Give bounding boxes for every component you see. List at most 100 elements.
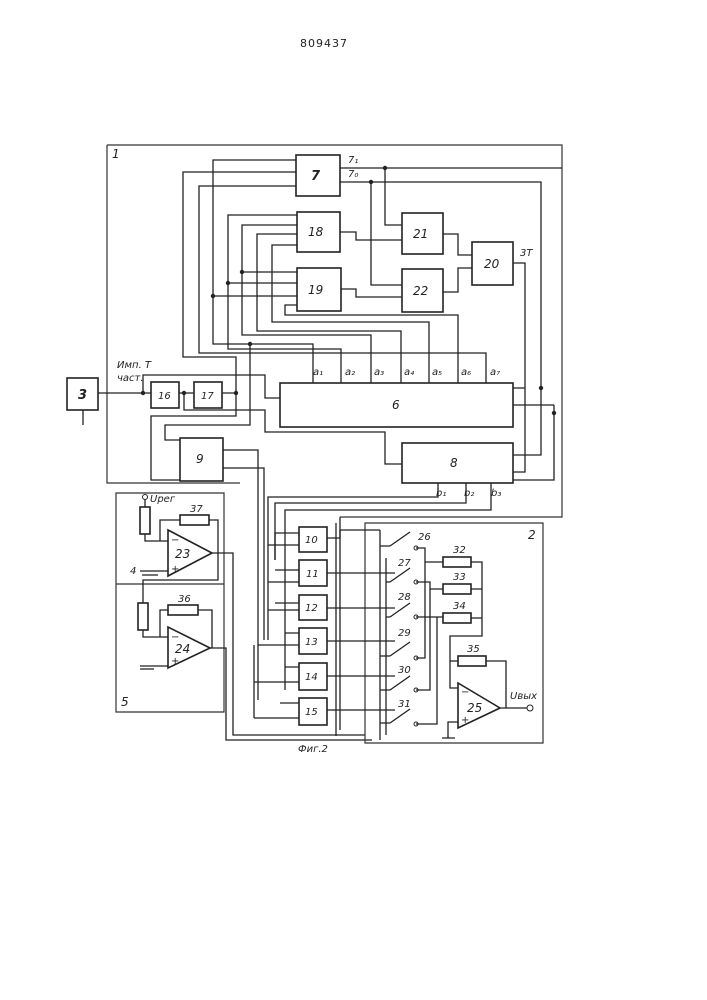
switch-26: 26 [390,532,431,550]
opamp-24: 24 − + [168,627,210,668]
block-15: 15 [299,698,327,725]
switch-29: 29 [390,628,418,660]
svg-text:+: + [461,715,469,726]
svg-text:b₃: b₃ [491,488,501,499]
label-3T: 3T [520,248,533,259]
switch-27: 27 [390,558,418,584]
block-22: 22 [402,269,443,312]
resistor-32: 32 [443,545,471,567]
svg-text:a₂: a₂ [345,367,355,378]
svg-text:10: 10 [305,535,318,546]
svg-text:−: − [171,632,179,643]
figure-caption: Фиг.2 [298,744,328,755]
svg-text:3: 3 [78,388,87,403]
svg-text:27: 27 [398,558,411,569]
svg-text:35: 35 [467,644,480,655]
svg-text:−: − [171,535,179,546]
block-3: 3 [67,378,98,410]
svg-text:32: 32 [453,545,466,556]
svg-text:30: 30 [398,665,411,676]
block-11: 11 [299,560,327,586]
label-u-out: Uвых [510,691,537,702]
svg-text:18: 18 [308,225,324,239]
svg-text:6: 6 [392,398,400,412]
svg-text:a₄: a₄ [404,367,414,378]
patent-number: 809437 [300,37,348,50]
svg-text:28: 28 [398,592,411,603]
resistor-34: 34 [443,601,471,623]
svg-text:24: 24 [175,642,190,656]
block-17: 17 [194,382,222,408]
svg-text:15: 15 [305,707,318,718]
svg-text:7: 7 [311,169,321,184]
svg-text:33: 33 [453,572,466,583]
svg-text:23: 23 [175,547,190,561]
block-8: 8 [402,443,513,483]
frame-label-2: 2 [528,528,536,542]
svg-text:a₃: a₃ [374,367,384,378]
input-resistor-23 [140,507,150,534]
label-imp-t: Имп. T [117,360,152,371]
switch-30: 30 [390,665,418,692]
switch-31: 31 [390,699,418,726]
svg-text:29: 29 [398,628,411,639]
block-21: 21 [402,213,443,254]
block-13: 13 [299,628,327,654]
block-19: 19 [297,268,341,311]
svg-text:a₁: a₁ [313,367,323,378]
block-7: 7 [296,155,340,196]
svg-text:20: 20 [484,257,500,271]
svg-text:11: 11 [306,569,319,580]
resistor-36: 36 [168,594,198,615]
resistor-35: 35 [458,644,486,666]
svg-text:25: 25 [467,701,482,715]
svg-text:22: 22 [413,284,428,298]
svg-text:13: 13 [305,637,318,648]
resistor-33: 33 [443,572,471,594]
block-6: 6 [280,383,513,427]
svg-text:21: 21 [413,227,428,241]
label-7-1: 7₁ [348,155,358,166]
block-12: 12 [299,595,327,620]
unit5-wiring [140,495,372,741]
svg-text:a₇: a₇ [490,367,500,378]
block-16: 16 [151,382,179,408]
block-9: 9 [180,438,223,481]
frame-unit-5 [116,493,224,712]
svg-text:+: + [171,656,179,667]
opamp-23: 23 − + [168,530,212,576]
block-10: 10 [299,527,327,552]
svg-text:16: 16 [158,391,171,402]
block-18: 18 [297,212,340,252]
svg-text:37: 37 [190,504,203,515]
label-input-4: 4 [130,566,136,577]
svg-text:−: − [461,687,469,698]
svg-text:a₆: a₆ [461,367,471,378]
svg-text:34: 34 [453,601,466,612]
input-resistor-24 [138,603,148,630]
block-14: 14 [299,663,327,690]
label-chast: част. [117,373,144,384]
frame-label-5: 5 [121,695,129,709]
label-7-0: 7₀ [348,169,358,180]
resistor-37: 37 [180,504,209,525]
svg-text:a₅: a₅ [432,367,442,378]
svg-text:14: 14 [305,672,318,683]
label-u-reg: Uрег [150,494,176,505]
block-20: 20 [472,242,513,285]
switch-28: 28 [390,592,418,619]
svg-text:26: 26 [418,532,431,543]
svg-text:19: 19 [308,283,323,297]
switches: 26 27 28 29 30 31 [380,530,431,740]
output-terminal [527,705,533,711]
svg-text:9: 9 [196,452,204,466]
svg-text:36: 36 [178,594,191,605]
svg-text:+: + [171,564,179,575]
svg-text:17: 17 [201,391,214,402]
opamp-25: 25 − + [458,683,500,728]
svg-text:12: 12 [305,603,318,614]
svg-text:31: 31 [398,699,411,710]
svg-text:8: 8 [450,456,458,470]
frame-label-1: 1 [112,147,120,161]
